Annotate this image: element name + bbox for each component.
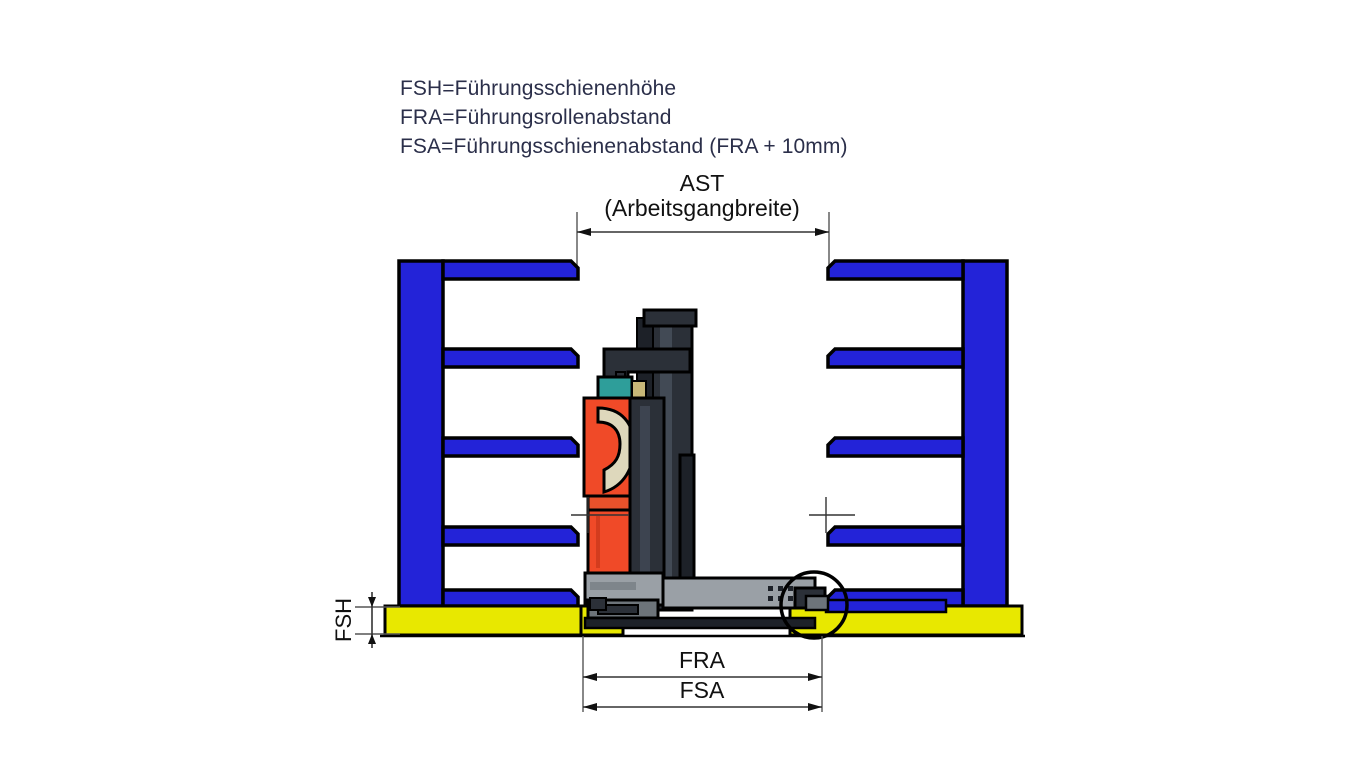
left-rack [397,259,580,608]
truck-display-unit [596,375,634,400]
right-rack-beam-2 [826,347,965,369]
ast-sublabel: (Arbeitsgangbreite) [604,195,800,221]
fsa-dimension: FSA [583,677,822,711]
legend-line-fra: FRA=Führungsrollenabstand [400,106,672,129]
truck-chassis-detail-1 [590,582,636,590]
left-rack-beam-4 [441,525,580,547]
roller-center-marks [571,497,855,533]
truck-guide-roller-left [589,597,607,611]
fsa-arrow-left [583,703,597,711]
right-rack-beam-1 [826,259,965,281]
fsh-arrow-top [368,597,376,607]
fsh-dimension: FSH [331,592,400,648]
truck-rear-column-highlight [640,406,650,572]
legend-block: FSH=Führungsschienenhöhe FRA=Führungsrol… [400,77,848,158]
guide-rail-right-cap [824,598,948,614]
fsh-label: FSH [331,598,356,642]
truck-display-side [631,380,647,399]
legend-line-fsa: FSA=Führungsschienenabstand (FRA + 10mm) [400,135,848,158]
ast-arrow-left [577,228,591,236]
left-rack-base-beam [441,588,580,608]
left-rack-upright [397,259,445,608]
fra-arrow-left [583,673,597,681]
left-rack-beam-1 [441,259,580,281]
fsh-arrow-bottom [368,634,376,644]
left-rack-beam-3 [441,436,580,458]
right-rack [826,259,1009,608]
fsa-label: FSA [680,677,725,703]
truck-base-plate [583,616,817,630]
fsa-arrow-right [808,703,822,711]
right-rack-upright [961,259,1009,608]
truck-guide-roller [804,594,830,612]
ast-arrow-right [815,228,829,236]
guide-rail-left [383,604,583,637]
fra-dimension: FRA [582,636,823,712]
left-rack-beam-2 [441,347,580,369]
fra-arrow-right [808,673,822,681]
ast-label: AST [680,170,725,196]
narrow-aisle-truck [582,308,849,640]
guide-roller-highlight-circle [779,570,849,640]
right-rack-beam-3 [826,436,965,458]
right-rack-beam-4 [826,525,965,547]
fra-label: FRA [679,647,726,673]
truck-battery-seam [596,516,600,568]
ast-dimension: AST (Arbeitsgangbreite) [576,170,830,268]
truck-mast-cap [642,308,698,328]
legend-line-fsh: FSH=Führungsschienenhöhe [400,77,676,100]
